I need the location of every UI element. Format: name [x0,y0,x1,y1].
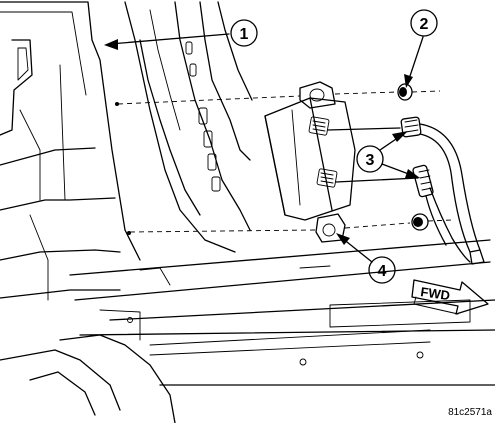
callout-1: 1 [104,19,258,50]
upper-mounting-tab [299,81,336,109]
callout-4: 4 [336,233,396,284]
fwd-direction-arrow: FWD [411,279,489,315]
callout-2-label: 2 [420,16,429,33]
fwd-label: FWD [420,284,451,303]
alignment-lines [115,90,453,235]
mounting-nuts [397,83,429,231]
wire-harness-connectors [327,116,485,265]
control-module [264,97,356,221]
callout-1-label: 1 [240,26,249,43]
callout-3-label: 3 [366,152,375,169]
callout-4-label: 4 [378,263,387,280]
figure-reference-code: 81c2571a [448,407,492,418]
callout-3: 3 [356,131,420,178]
pillar-slots [185,41,221,192]
callout-2: 2 [404,9,438,88]
